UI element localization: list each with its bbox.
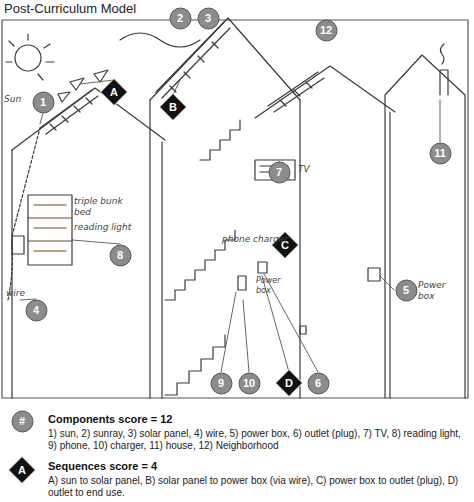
sequence-diamond: B (159, 93, 187, 121)
node-label: 3 (197, 7, 220, 30)
right-house-wall (389, 112, 390, 398)
sun-sketch (15, 45, 41, 71)
circle-shape (269, 162, 290, 183)
drawing-frame (2, 20, 468, 398)
part-label: reading light (74, 222, 134, 233)
sequence-diamond: A (8, 456, 36, 484)
callout-number: 9 (210, 372, 233, 395)
callout-number: 11 (429, 142, 452, 165)
node-label: 10 (238, 372, 261, 395)
leader-lines (20, 80, 440, 372)
callout-number: 6 (307, 372, 330, 395)
callout-number: 5 (395, 279, 418, 302)
callout-number: # (11, 410, 34, 433)
sequence-diamond: A (100, 78, 128, 106)
node-label: 5 (395, 279, 418, 302)
circle-shape (239, 373, 260, 394)
callout-number: 3 (197, 7, 220, 30)
node-label: 8 (109, 244, 132, 267)
sequence-diamond: D (275, 369, 303, 397)
callout-number: 12 (315, 19, 338, 42)
middle-house-walls (150, 100, 300, 398)
stairs (200, 120, 240, 160)
solar-panel-right (268, 72, 324, 112)
circle-shape (308, 373, 329, 394)
sun-rays (6, 34, 54, 80)
part-label: phone charger (222, 234, 292, 245)
node-label: 4 (25, 299, 48, 322)
node-label: B (159, 93, 187, 121)
circle-shape (33, 92, 54, 113)
score-list: 1) sun, 2) sunray, 3) solar panel, 4) wi… (48, 428, 468, 452)
node-label: 9 (210, 372, 233, 395)
score-list: A) sun to solar panel, B) solar panel to… (48, 475, 468, 499)
circle-shape (12, 411, 33, 432)
node-label: 2 (169, 7, 192, 30)
window-sketch (300, 326, 306, 334)
score-heading: Sequences score = 4 (48, 460, 468, 473)
node-label: 1 (32, 91, 55, 114)
left-house-walls (12, 142, 162, 398)
callout-number: 8 (109, 244, 132, 267)
part-label: Power box (256, 276, 292, 295)
bunk-bed-beds (28, 205, 72, 251)
diamond-shape (101, 79, 128, 106)
part-label: wire (6, 288, 36, 299)
left-roof (12, 88, 165, 150)
diamond-shape (160, 94, 187, 121)
circle-shape (110, 245, 131, 266)
wire-sketch (8, 128, 40, 300)
chimney (440, 44, 448, 95)
solar-panel-middle (156, 22, 230, 98)
node-label: 7 (268, 161, 291, 184)
score-heading: Components score = 12 (48, 413, 468, 426)
callout-number: 2 (169, 7, 192, 30)
outlet-sketch (258, 262, 267, 273)
node-label: A (100, 78, 128, 106)
circle-shape (430, 143, 451, 164)
circle-shape (396, 280, 417, 301)
bunk-bed (28, 195, 72, 265)
node-label: # (11, 410, 34, 433)
circle-shape (198, 8, 219, 29)
part-label: Power box (418, 280, 464, 302)
callout-number: 4 (25, 299, 48, 322)
circle-shape (211, 373, 232, 394)
figure-title: Post-Curriculum Model (4, 1, 136, 17)
right-roof (255, 66, 395, 118)
diamond-shape (9, 457, 36, 484)
node-label: 6 (307, 372, 330, 395)
node-label: D (275, 369, 303, 397)
part-label: triple bunk bed (74, 196, 134, 218)
reading-light (12, 236, 24, 254)
diamond-shape (276, 370, 303, 397)
node-label: 11 (429, 142, 452, 165)
circle-shape (316, 20, 337, 41)
circle-shape (26, 300, 47, 321)
sunray-sketch (120, 33, 200, 47)
part-label: TV (298, 164, 322, 175)
power-box-sketch (368, 268, 380, 281)
circle-shape (170, 8, 191, 29)
node-label: A (8, 456, 36, 484)
part-label: Sun (4, 94, 34, 105)
node-label: 12 (315, 19, 338, 42)
middle-roof (150, 18, 300, 100)
callout-number: 10 (238, 372, 261, 395)
far-right-house (385, 55, 465, 398)
callout-number: 1 (32, 91, 55, 114)
callout-number: 7 (268, 161, 291, 184)
phone-sketch (238, 276, 246, 290)
